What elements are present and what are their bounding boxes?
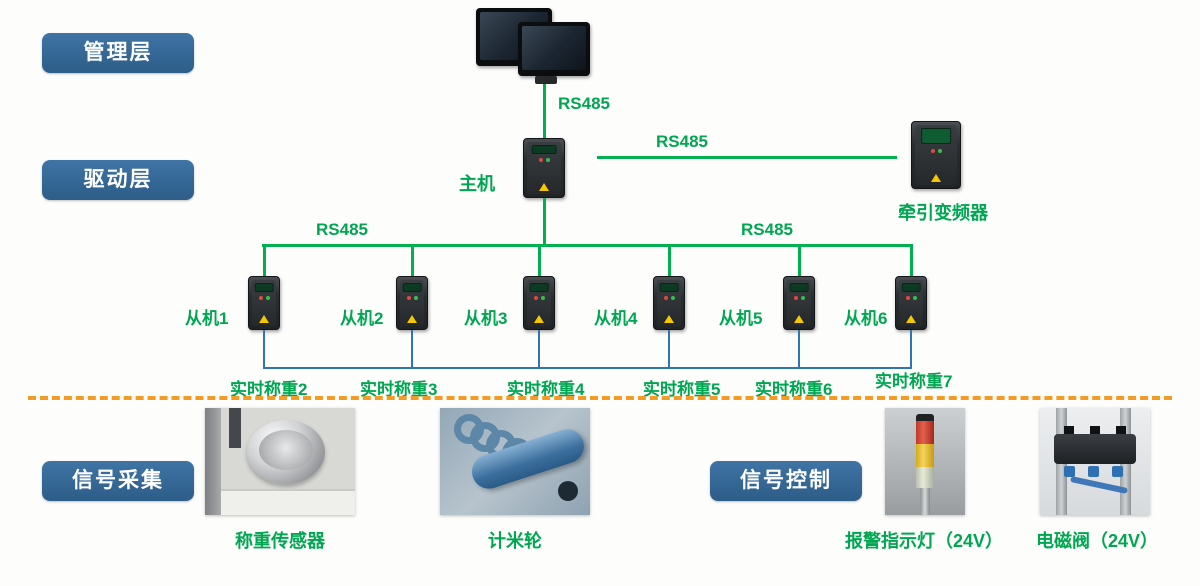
bus-drop-4: [668, 247, 671, 276]
weigh-drop-1: [263, 330, 265, 368]
monitor-screen: [522, 26, 586, 70]
weighing-label-2: 实时称重3: [360, 380, 438, 399]
weighing-label-1: 实时称重2: [230, 380, 308, 399]
solenoid-valve-photo: [1040, 408, 1150, 515]
rs485-label-bus-right: RS485: [741, 220, 793, 239]
slave-label-6: 从机6: [844, 309, 888, 328]
slave-drive-3: [523, 276, 555, 330]
valve-manifold: [1054, 434, 1136, 464]
layer-divider: [28, 396, 1172, 400]
warning-icon: [534, 315, 544, 323]
sensor-rod: [229, 408, 241, 448]
rs485-label-traction: RS485: [656, 132, 708, 151]
rs485-link-hmi-master: [543, 84, 546, 138]
solenoid-valve-label: 电磁阀（24V）: [1036, 531, 1159, 551]
warning-icon: [931, 174, 941, 182]
rs485-link-master-traction: [597, 156, 897, 159]
yellow-light-segment: [916, 444, 934, 467]
valve-fitting: [1112, 466, 1123, 477]
vfd-display: [531, 145, 557, 154]
weighing-sensor-label: 称重传感器: [235, 531, 325, 551]
slave-drive-6: [895, 276, 927, 330]
management-layer-label: 管理层: [42, 33, 194, 73]
warning-icon: [407, 315, 417, 323]
vfd-leds: [524, 158, 564, 162]
rs485-slave-bus: [262, 244, 913, 247]
weigh-drop-4: [668, 330, 670, 368]
weighing-label-6: 实时称重7: [875, 372, 953, 391]
slave-label-4: 从机4: [594, 309, 638, 328]
bus-drop-6: [910, 247, 913, 276]
slave-drive-4: [653, 276, 685, 330]
slave-label-2: 从机2: [340, 309, 384, 328]
hmi-monitor-front: [518, 22, 590, 76]
slave-drive-1: [248, 276, 280, 330]
bus-drop-5: [798, 247, 801, 276]
hopper-bowl-inner: [259, 430, 313, 470]
slave-drive-2: [396, 276, 428, 330]
warning-icon: [906, 315, 916, 323]
warning-icon: [664, 315, 674, 323]
slave-label-3: 从机3: [464, 309, 508, 328]
weigh-drop-6: [910, 330, 912, 368]
weighing-label-3: 实时称重4: [507, 380, 585, 399]
traction-inverter-label: 牵引变频器: [898, 203, 988, 223]
warning-icon: [259, 315, 269, 323]
signal-control-label: 信号控制: [710, 461, 862, 501]
drive-layer-label: 驱动层: [42, 160, 194, 200]
valve-knob: [1116, 426, 1126, 435]
wheel-cap: [558, 481, 578, 501]
alarm-light-photo: [885, 408, 965, 515]
weighing-sensor-photo: [205, 408, 355, 515]
red-light-segment: [916, 421, 934, 444]
weighing-label-5: 实时称重6: [755, 380, 833, 399]
vfd-leds: [912, 149, 960, 153]
rs485-label-bus-left: RS485: [316, 220, 368, 239]
green-light-segment: [916, 467, 934, 488]
rs485-label-hmi: RS485: [558, 94, 610, 113]
warning-icon: [794, 315, 804, 323]
slave-drive-5: [783, 276, 815, 330]
weighing-label-4: 实时称重5: [643, 380, 721, 399]
weigh-drop-3: [538, 330, 540, 368]
slave-label-5: 从机5: [719, 309, 763, 328]
bus-drop-1: [263, 247, 266, 276]
valve-knob: [1064, 426, 1074, 435]
cabinet-frame: [205, 408, 221, 515]
valve-fitting: [1088, 466, 1099, 477]
weigh-drop-5: [798, 330, 800, 368]
vfd-display: [921, 128, 951, 144]
alarm-light-label: 报警指示灯（24V）: [845, 531, 1004, 551]
cabinet-shelf: [221, 489, 355, 515]
valve-knob: [1090, 426, 1100, 435]
weighing-bus: [263, 367, 912, 369]
monitor-stand: [535, 76, 557, 84]
weigh-drop-2: [411, 330, 413, 368]
master-drive-device: [523, 138, 565, 198]
light-cap: [916, 414, 934, 421]
bus-drop-2: [411, 247, 414, 276]
master-label: 主机: [459, 174, 495, 194]
meter-wheel-label: 计米轮: [488, 531, 542, 551]
valve-fitting: [1064, 466, 1075, 477]
warning-icon: [539, 183, 549, 191]
signal-acquisition-label: 信号采集: [42, 461, 194, 501]
meter-wheel-photo: [440, 408, 590, 515]
rs485-link-master-bus: [543, 198, 546, 247]
traction-inverter-device: [911, 121, 961, 189]
bus-drop-3: [538, 247, 541, 276]
light-pole: [920, 488, 930, 515]
slave-label-1: 从机1: [185, 309, 229, 328]
